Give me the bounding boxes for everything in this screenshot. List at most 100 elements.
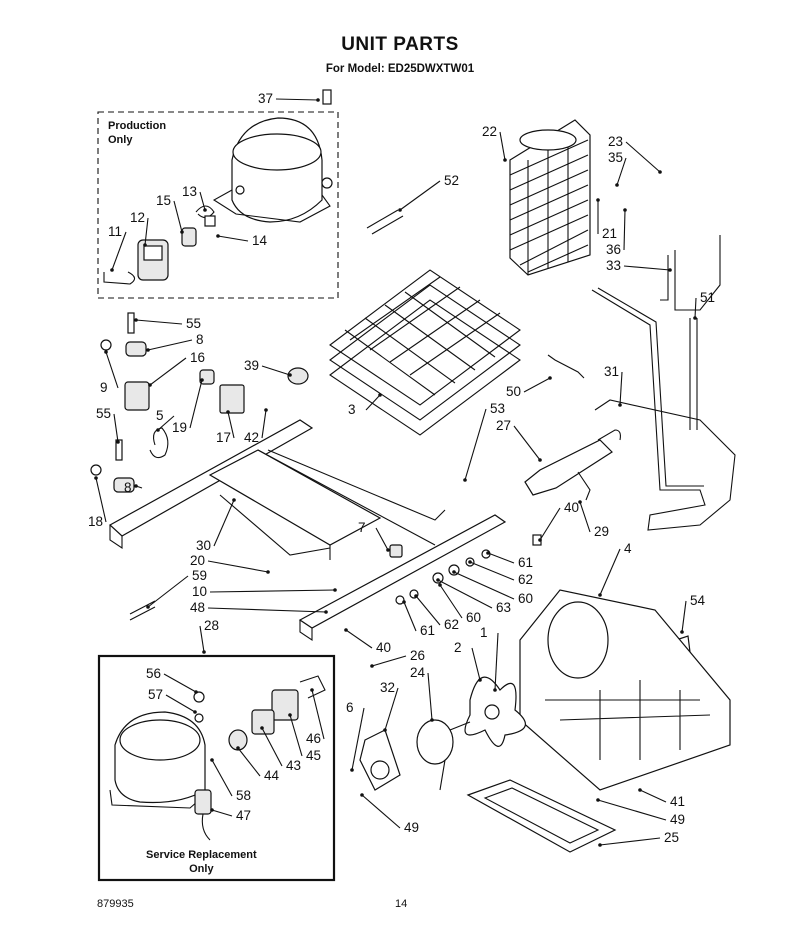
- service-replacement-text: Service Replacement Only: [146, 849, 257, 875]
- leader-line-c32: [384, 687, 399, 731]
- callout-c25: 25: [664, 830, 679, 845]
- leader-arrow-c42: [264, 408, 268, 412]
- callout-c1: 1: [480, 625, 488, 640]
- leader-line-c35: [616, 157, 627, 186]
- leader-line-c54: [681, 600, 687, 633]
- callout-c22: 22: [482, 124, 497, 139]
- callout-c23: 23: [608, 134, 623, 149]
- callout-c40b: 40: [376, 640, 391, 655]
- leader-arrow-c1: [493, 688, 497, 692]
- leader-line-c9: [105, 351, 119, 389]
- callout-c31: 31: [604, 364, 619, 379]
- leader-arrow-c26: [370, 664, 374, 668]
- callout-c55a: 55: [186, 316, 201, 331]
- callout-c30: 30: [196, 538, 211, 553]
- leader-line-c49a: [597, 799, 667, 821]
- leader-arrow-c47: [210, 808, 214, 812]
- leader-line-c15: [173, 200, 183, 233]
- leader-arrow-c37a: [316, 98, 320, 102]
- leader-arrow-c7: [386, 548, 390, 552]
- refrigerant-tubing: [591, 235, 736, 531]
- callout-c11: 11: [108, 224, 122, 239]
- leader-line-c63: [437, 579, 493, 609]
- callout-c56: 56: [146, 666, 161, 681]
- callout-c14: 14: [252, 233, 268, 248]
- leader-line-c46: [311, 689, 325, 740]
- leader-arrow-c25: [598, 843, 602, 847]
- callout-c18: 18: [88, 514, 103, 529]
- leader-line-c19: [189, 379, 203, 429]
- leader-arrow-c57: [193, 710, 197, 714]
- leader-arrow-c35: [615, 183, 619, 187]
- production-only-label: Production Only: [108, 119, 166, 147]
- callout-c39: 39: [244, 358, 259, 373]
- compressor-service: [109, 711, 212, 841]
- leader-line-c40b: [345, 629, 373, 649]
- leader-arrow-c41: [638, 788, 642, 792]
- leader-line-c28: [199, 625, 205, 653]
- callout-c57: 57: [148, 687, 163, 702]
- callout-c46: 46: [306, 731, 321, 746]
- leader-arrow-c23: [658, 170, 662, 174]
- leader-line-c18: [95, 477, 107, 523]
- callout-c3: 3: [348, 402, 356, 417]
- filter-drier: [524, 429, 621, 501]
- document-number: 879935: [97, 898, 134, 910]
- leader-arrow-c2: [478, 678, 482, 682]
- leader-arrow-c4: [598, 593, 602, 597]
- leader-line-c43: [261, 727, 283, 767]
- service-relay-parts: [193, 675, 326, 751]
- callout-c6: 6: [346, 700, 354, 715]
- fan-bracket-shroud: [519, 589, 731, 791]
- callout-c9: 9: [100, 380, 108, 395]
- leader-line-c52: [399, 180, 441, 211]
- leader-line-c42: [261, 409, 267, 439]
- leader-arrow-c13: [203, 208, 207, 212]
- leader-arrow-c17: [226, 410, 230, 414]
- leader-arrow-c36: [623, 208, 627, 212]
- evaporator-coil: [509, 119, 591, 276]
- condenser-fan-blade: [464, 676, 526, 747]
- leader-arrow-c16: [148, 383, 152, 387]
- leader-arrow-c61a: [486, 551, 490, 555]
- leader-arrow-c60b: [438, 583, 442, 587]
- leader-arrow-c58: [210, 758, 214, 762]
- leader-arrow-c9: [104, 350, 108, 354]
- leader-arrow-c10: [333, 588, 337, 592]
- leader-line-c62b: [415, 595, 441, 626]
- leader-arrow-c8a: [146, 348, 150, 352]
- leader-line-c22: [499, 131, 506, 161]
- callout-c8b: 8: [124, 480, 132, 495]
- leader-arrow-c60a: [452, 570, 456, 574]
- leader-arrow-c45: [288, 713, 292, 717]
- leader-arrow-c39: [288, 373, 292, 377]
- leader-arrow-c49b: [360, 793, 364, 797]
- callout-c47: 47: [236, 808, 251, 823]
- leader-arrow-c24: [430, 718, 434, 722]
- base-frame-rails: [108, 419, 507, 642]
- callout-c24: 24: [410, 665, 426, 680]
- callout-c58: 58: [236, 788, 251, 803]
- leader-arrow-c40b: [344, 628, 348, 632]
- leader-arrow-c19: [200, 378, 204, 382]
- callout-c42: 42: [244, 430, 259, 445]
- callout-c60a: 60: [518, 591, 533, 606]
- callout-c10: 10: [192, 584, 207, 599]
- callout-c36: 36: [606, 242, 621, 257]
- production-only-text: Production Only: [108, 120, 167, 146]
- overload-relay-production: [103, 239, 169, 285]
- leader-arrow-c46: [310, 688, 314, 692]
- callout-c37a: 37: [258, 91, 273, 106]
- leader-arrow-c48: [324, 610, 328, 614]
- leader-line-c11: [111, 231, 127, 271]
- leader-arrow-c8b: [134, 484, 138, 488]
- leader-line-c16: [149, 357, 187, 386]
- leader-arrow-c62b: [414, 594, 418, 598]
- leader-arrow-c22: [503, 158, 507, 162]
- leader-arrow-c30: [232, 498, 236, 502]
- leader-line-c55b: [113, 413, 119, 443]
- callout-c33: 33: [606, 258, 621, 273]
- callout-c41: 41: [670, 794, 685, 809]
- service-replacement-label: Service Replacement Only: [146, 848, 257, 876]
